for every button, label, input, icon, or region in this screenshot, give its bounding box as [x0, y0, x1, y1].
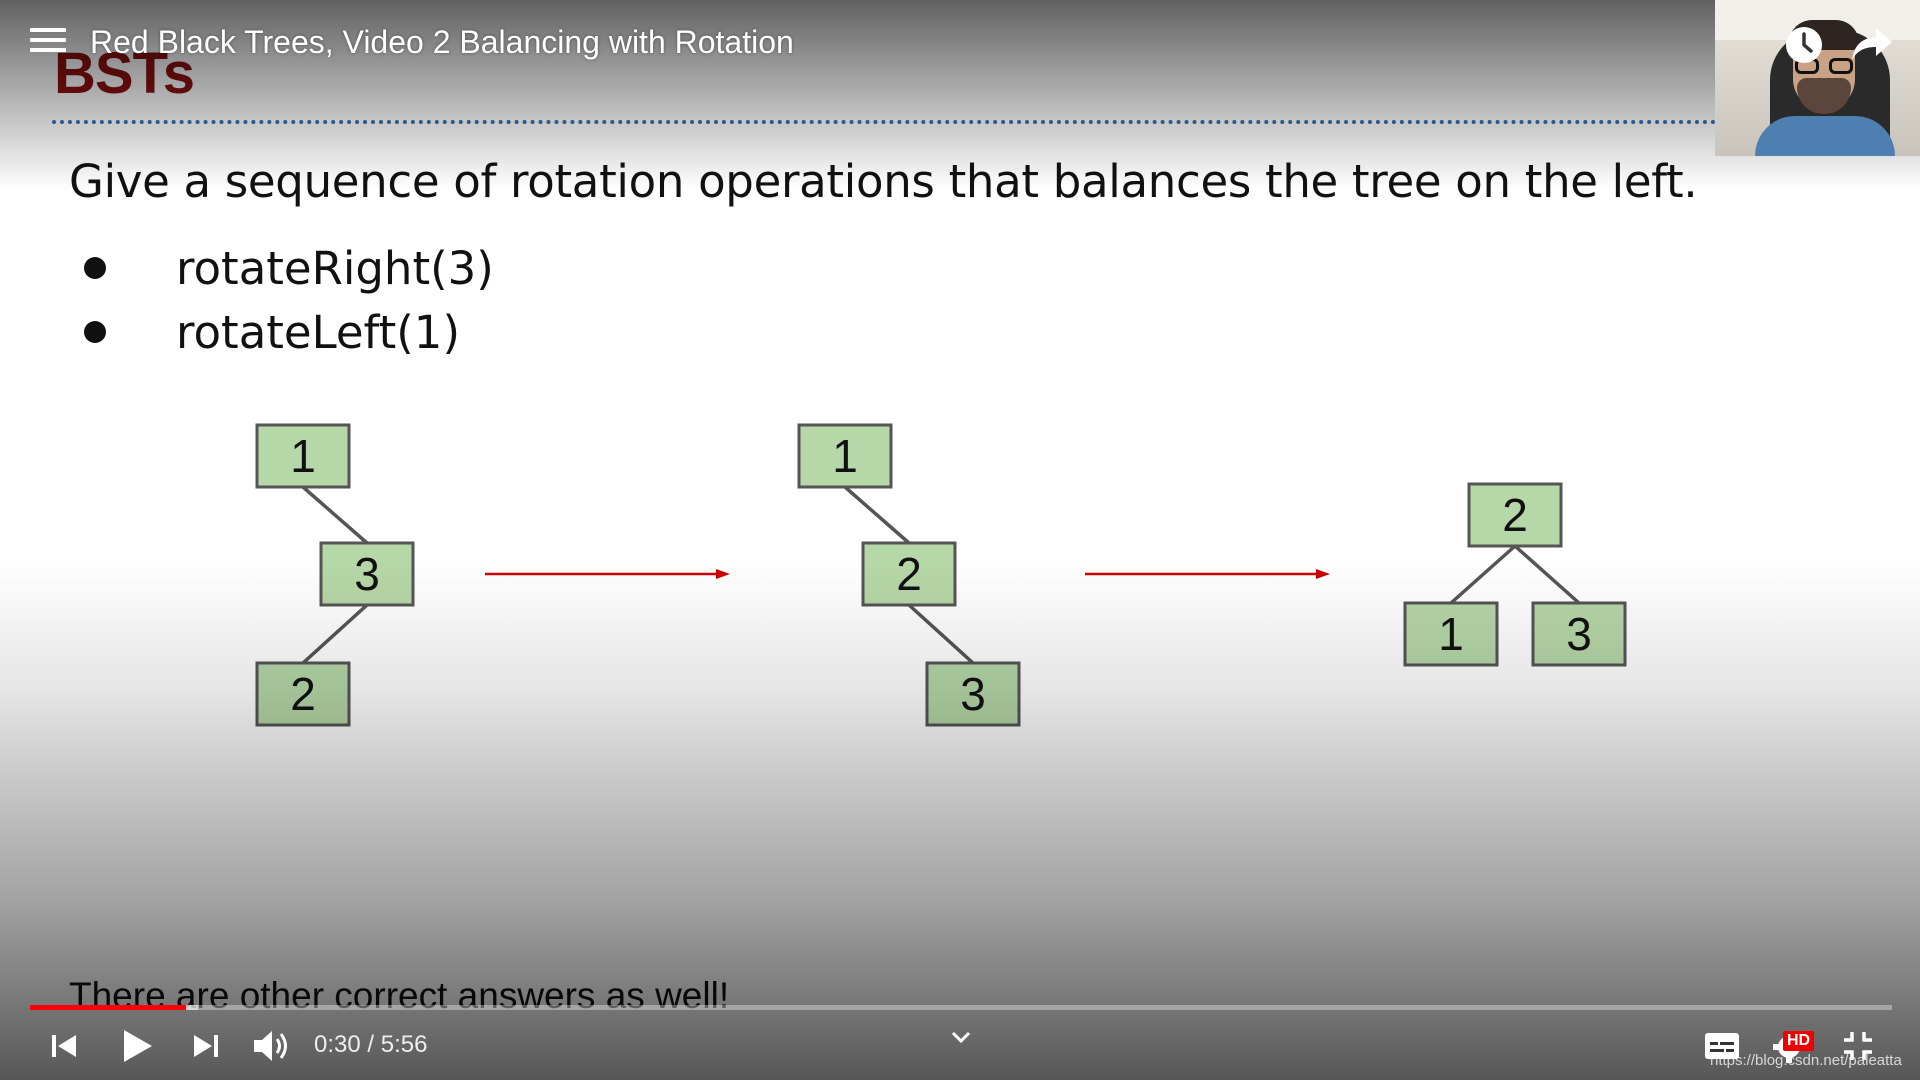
svg-text:1: 1 [1438, 608, 1464, 660]
chevron-down-icon[interactable] [950, 1030, 972, 1044]
tree-node: 3 [927, 663, 1019, 725]
menu-icon[interactable] [30, 28, 66, 60]
skip-next-icon[interactable] [192, 1032, 220, 1060]
svg-text:2: 2 [896, 548, 922, 600]
svg-text:2: 2 [1502, 489, 1528, 541]
svg-text:3: 3 [1566, 608, 1592, 660]
play-icon[interactable] [120, 1028, 154, 1064]
tree-node: 2 [863, 543, 955, 605]
volume-icon[interactable] [252, 1026, 292, 1066]
tree-intermediate: 1 2 3 [799, 425, 1019, 725]
skip-previous-icon[interactable] [50, 1032, 78, 1060]
progress-bar[interactable] [30, 1005, 1892, 1010]
tree-edge [303, 487, 367, 543]
tree-node: 1 [257, 425, 349, 487]
tree-original: 1 3 2 [257, 425, 413, 725]
clock-icon[interactable] [1783, 24, 1825, 66]
rotation-arrow [485, 569, 730, 579]
hd-badge: HD [1783, 1031, 1814, 1051]
svg-text:3: 3 [960, 668, 986, 720]
time-total: 5:56 [381, 1031, 428, 1058]
progress-played [30, 1005, 186, 1010]
time-separator: / [361, 1031, 381, 1058]
svg-text:3: 3 [354, 548, 380, 600]
watermark-text: https://blog.csdn.net/paleatta [1710, 1052, 1902, 1069]
svg-text:1: 1 [832, 430, 858, 482]
tree-node: 1 [799, 425, 891, 487]
tree-edge [1515, 546, 1579, 603]
tree-edge [303, 605, 367, 663]
rotation-arrow [1085, 569, 1330, 579]
svg-text:1: 1 [290, 430, 316, 482]
tree-node: 3 [1533, 603, 1625, 665]
time-display: 0:30 / 5:56 [314, 1031, 427, 1059]
tree-balanced: 2 1 3 [1405, 484, 1625, 665]
tree-node: 1 [1405, 603, 1497, 665]
tree-node: 2 [257, 663, 349, 725]
tree-node: 2 [1469, 484, 1561, 546]
tree-node: 3 [321, 543, 413, 605]
svg-text:2: 2 [290, 668, 316, 720]
time-current: 0:30 [314, 1031, 361, 1058]
tree-edge [1451, 546, 1515, 603]
tree-edge [845, 487, 909, 543]
tree-edge [909, 605, 973, 663]
video-title[interactable]: Red Black Trees, Video 2 Balancing with … [90, 24, 794, 61]
share-arrow-icon[interactable] [1850, 24, 1894, 64]
slide-footnote: There are other correct answers as well! [69, 975, 729, 1017]
